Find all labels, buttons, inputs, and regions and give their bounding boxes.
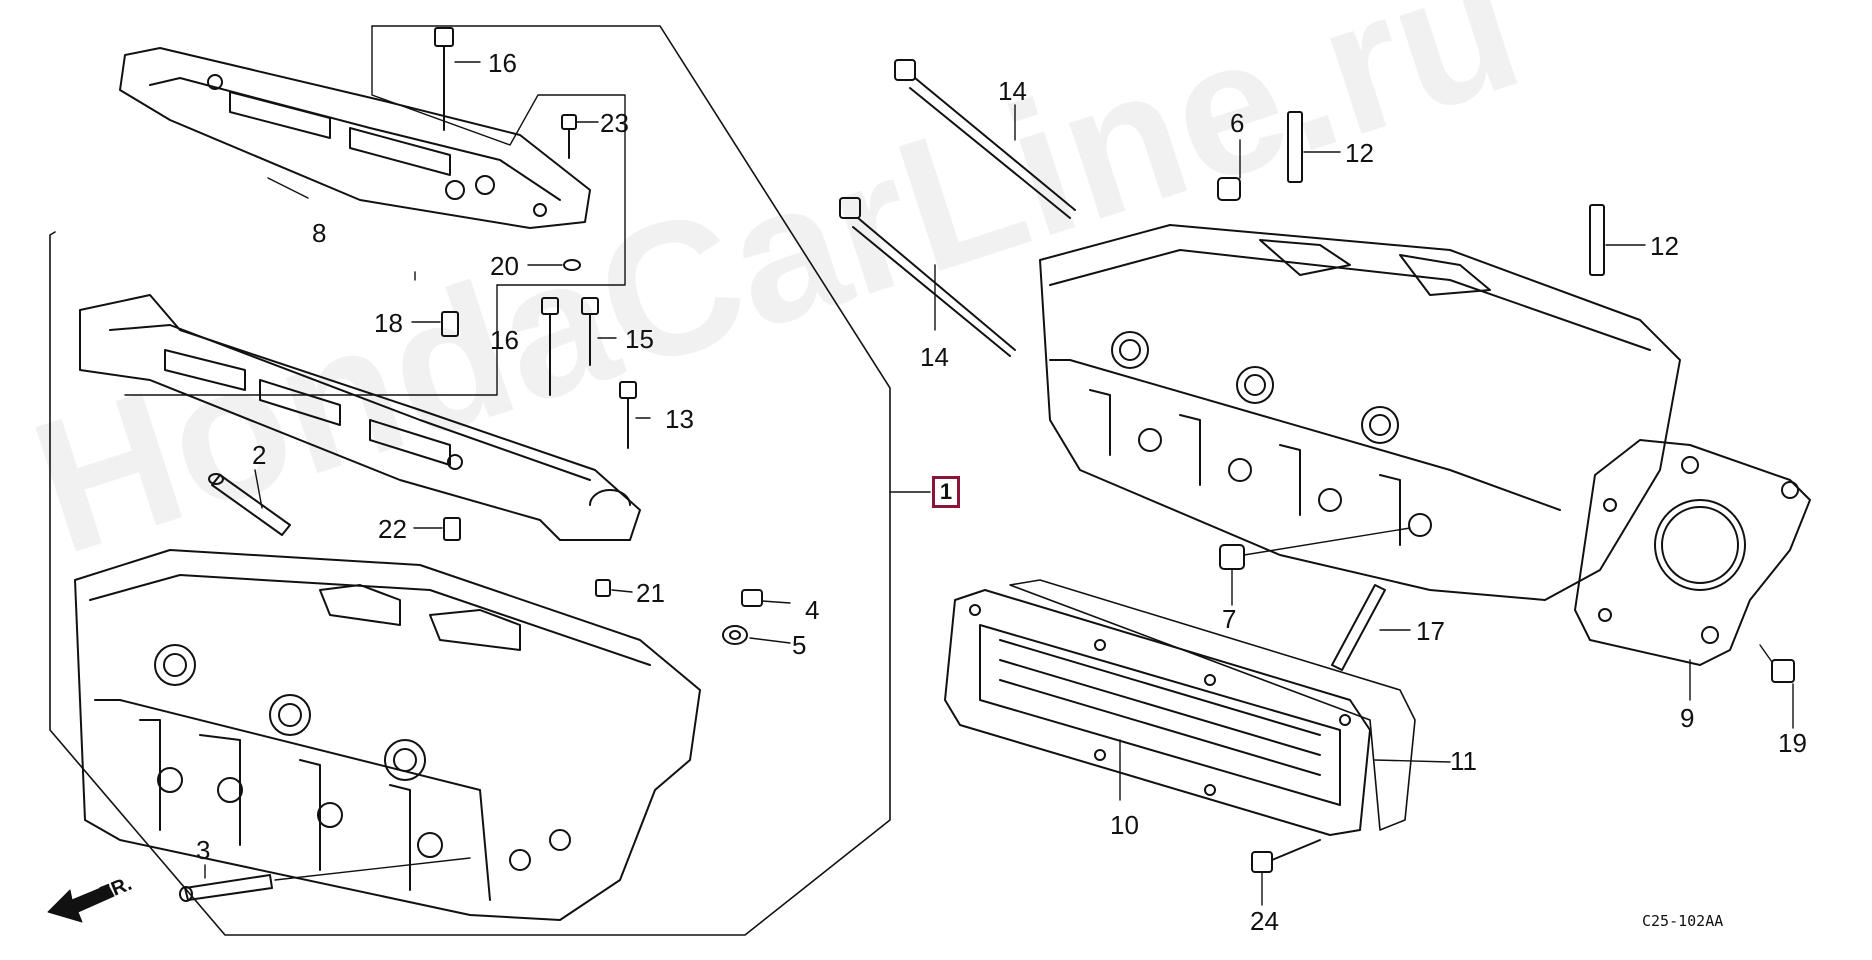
callout-part-14-b[interactable]: 14 <box>920 342 949 372</box>
collar-21 <box>595 579 633 597</box>
callout-part-15[interactable]: 15 <box>625 324 654 354</box>
bolt-24 <box>1251 839 1321 906</box>
cylinder-head-left <box>74 549 701 921</box>
camshaft-holder-lower <box>79 294 641 541</box>
callout-part-19[interactable]: 19 <box>1778 728 1807 758</box>
front-arrow-icon <box>47 884 115 923</box>
bolt-16-upper <box>434 27 481 131</box>
head-bolt-14-a <box>894 59 1076 219</box>
stud-17 <box>1331 584 1411 671</box>
callout-part-3[interactable]: 3 <box>196 835 211 865</box>
subgroup-bracket-2 <box>124 284 498 396</box>
subgroup-bracket <box>371 25 626 286</box>
callout-part-24[interactable]: 24 <box>1250 906 1279 936</box>
callout-part-8[interactable]: 8 <box>312 218 327 248</box>
callout-part-4[interactable]: 4 <box>805 595 820 625</box>
callout-part-11[interactable]: 11 <box>1450 746 1477 776</box>
diagram-code: C25-102AA <box>1642 912 1724 930</box>
head-bolt-14-b <box>839 197 1016 357</box>
callout-part-23[interactable]: 23 <box>600 108 629 138</box>
callout-part-10[interactable]: 10 <box>1110 810 1139 840</box>
bolt-13 <box>619 381 651 449</box>
plug-7 <box>1219 527 1411 606</box>
callout-part-17[interactable]: 17 <box>1416 616 1445 646</box>
callout-part-22[interactable]: 22 <box>378 514 407 544</box>
bolt-19 <box>1759 644 1795 729</box>
dowel-pin-2 <box>208 473 291 536</box>
sealing-bolt-4 <box>741 589 791 607</box>
stud-12-a <box>1287 111 1341 183</box>
callout-part-7[interactable]: 7 <box>1222 604 1237 634</box>
callout-part-2[interactable]: 2 <box>252 440 267 470</box>
rocker-arm-holder-upper <box>119 47 591 229</box>
dowel-22 <box>413 517 461 541</box>
bolt-23 <box>561 114 599 159</box>
callout-part-12-a[interactable]: 12 <box>1345 138 1374 168</box>
callout-part-20[interactable]: 20 <box>490 251 519 281</box>
callout-part-14-a[interactable]: 14 <box>998 76 1027 106</box>
callout-part-18[interactable]: 18 <box>374 308 403 338</box>
dowel-18 <box>411 311 459 337</box>
callout-part-13[interactable]: 13 <box>665 404 694 434</box>
assembly-boundary <box>49 25 891 936</box>
callout-part-6[interactable]: 6 <box>1230 108 1245 138</box>
callout-part-5[interactable]: 5 <box>792 630 807 660</box>
bolt-16-lower <box>541 297 559 396</box>
callout-part-21[interactable]: 21 <box>636 578 665 608</box>
cylinder-head-right <box>1039 224 1681 601</box>
dowel-pin-3 <box>179 874 273 902</box>
stud-12-b <box>1589 204 1646 276</box>
oil-jet-20 <box>527 259 581 271</box>
callout-part-9[interactable]: 9 <box>1680 703 1695 733</box>
callout-part-16-a[interactable]: 16 <box>488 48 517 78</box>
valve-cover <box>944 589 1371 836</box>
head-gasket <box>1574 439 1811 666</box>
callout-part-16-b[interactable]: 16 <box>490 325 519 355</box>
callout-part-12-b[interactable]: 12 <box>1650 231 1679 261</box>
plug-6 <box>1217 139 1241 201</box>
cylinder-head-assembly-callout[interactable]: 1 <box>932 476 960 508</box>
bolt-15 <box>581 297 617 366</box>
washer-5 <box>722 625 791 645</box>
valve-cover-gasket <box>1009 579 1416 831</box>
